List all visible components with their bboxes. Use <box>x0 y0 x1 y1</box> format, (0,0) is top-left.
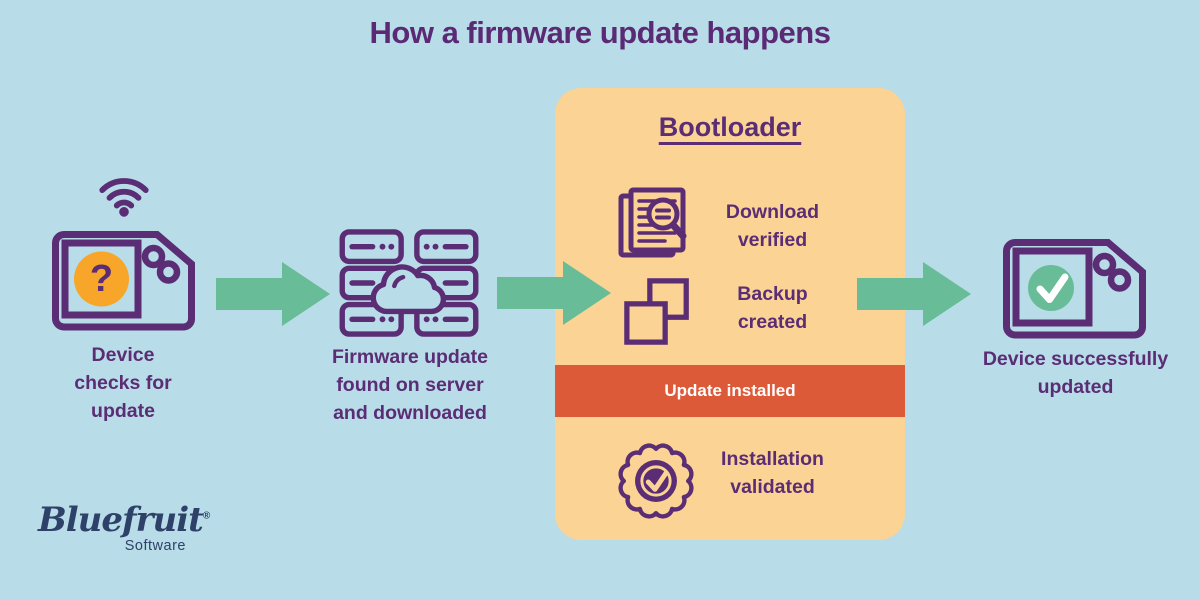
check-icon <box>1036 273 1069 303</box>
step1-label: Device checks for update <box>74 344 172 422</box>
registered-mark: ® <box>202 511 210 522</box>
badge-check-icon <box>617 442 695 520</box>
step2-label: Firmware update found on server and down… <box>331 346 489 424</box>
bootloader-panel: Bootloader Download verified <box>555 88 905 540</box>
installation-validated-label: Installation validated <box>721 448 824 498</box>
backup-copies-icon <box>624 278 691 345</box>
brand-logo: Bluefruit® Software <box>38 497 210 555</box>
device-icon <box>52 231 195 331</box>
update-installed-banner: Update installed <box>555 365 905 417</box>
update-installed-label: Update installed <box>664 381 796 400</box>
download-verified-label: Download verified <box>725 201 820 251</box>
arrow-right-icon <box>216 262 330 326</box>
brand-name: Bluefruit® <box>38 500 210 541</box>
server-cloud-icon <box>338 229 480 337</box>
document-search-icon <box>617 187 692 259</box>
question-mark-glyph: ? <box>89 258 114 300</box>
cloud-icon <box>370 264 447 315</box>
device-updated-icon <box>1001 239 1148 339</box>
backup-created-label: Backup created <box>737 283 808 333</box>
step4-label: Device successfully updated <box>982 348 1169 398</box>
brand-subtitle: Software <box>124 538 186 555</box>
wifi-icon <box>95 170 153 217</box>
page-title: How a firmware update happens <box>369 15 831 50</box>
bootloader-title: Bootloader <box>658 112 802 142</box>
arrow-right-icon <box>497 261 611 325</box>
arrow-right-icon <box>857 262 971 326</box>
